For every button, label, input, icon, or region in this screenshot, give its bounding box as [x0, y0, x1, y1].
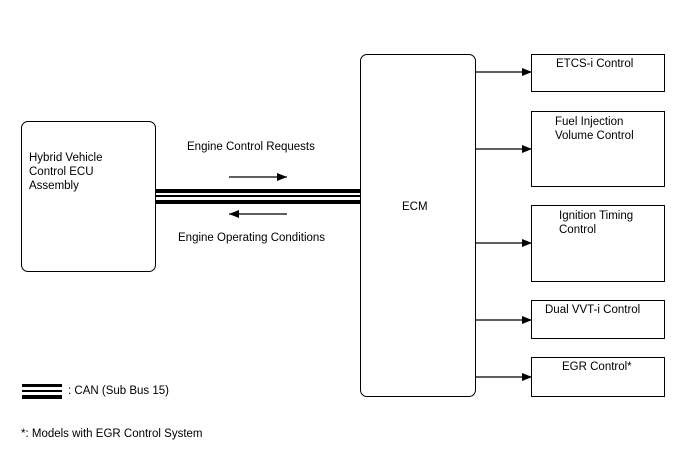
fuel-injection-control-label: Fuel Injection Volume Control	[555, 116, 634, 142]
ignition-timing-control-label: Ignition Timing Control	[559, 210, 634, 236]
ecm-label: ECM	[402, 201, 428, 213]
egr-control-box: EGR Control*	[531, 357, 665, 397]
hv-ecu-box: Hybrid Vehicle Control ECU Assembly	[21, 121, 156, 272]
can-legend-symbol	[22, 384, 62, 399]
engine-control-requests-label: Engine Control Requests	[187, 141, 315, 153]
etcs-i-control-box: ETCS-i Control	[531, 54, 665, 92]
hv-ecu-label: Hybrid Vehicle Control ECU Assembly	[29, 152, 103, 192]
egr-control-label: EGR Control*	[562, 361, 632, 373]
etcs-i-control-label: ETCS-i Control	[556, 58, 634, 70]
can-bus-lines	[155, 189, 361, 204]
dual-vvt-i-control-box: Dual VVT-i Control	[531, 300, 665, 339]
footnote: *: Models with EGR Control System	[21, 428, 203, 440]
ignition-timing-control-box: Ignition Timing Control	[531, 205, 665, 282]
can-legend-label: : CAN (Sub Bus 15)	[68, 385, 169, 397]
dual-vvt-i-control-label: Dual VVT-i Control	[545, 304, 641, 316]
fuel-injection-control-box: Fuel Injection Volume Control	[531, 111, 665, 187]
engine-operating-conditions-label: Engine Operating Conditions	[178, 232, 326, 244]
ecm-box: ECM	[360, 54, 476, 397]
